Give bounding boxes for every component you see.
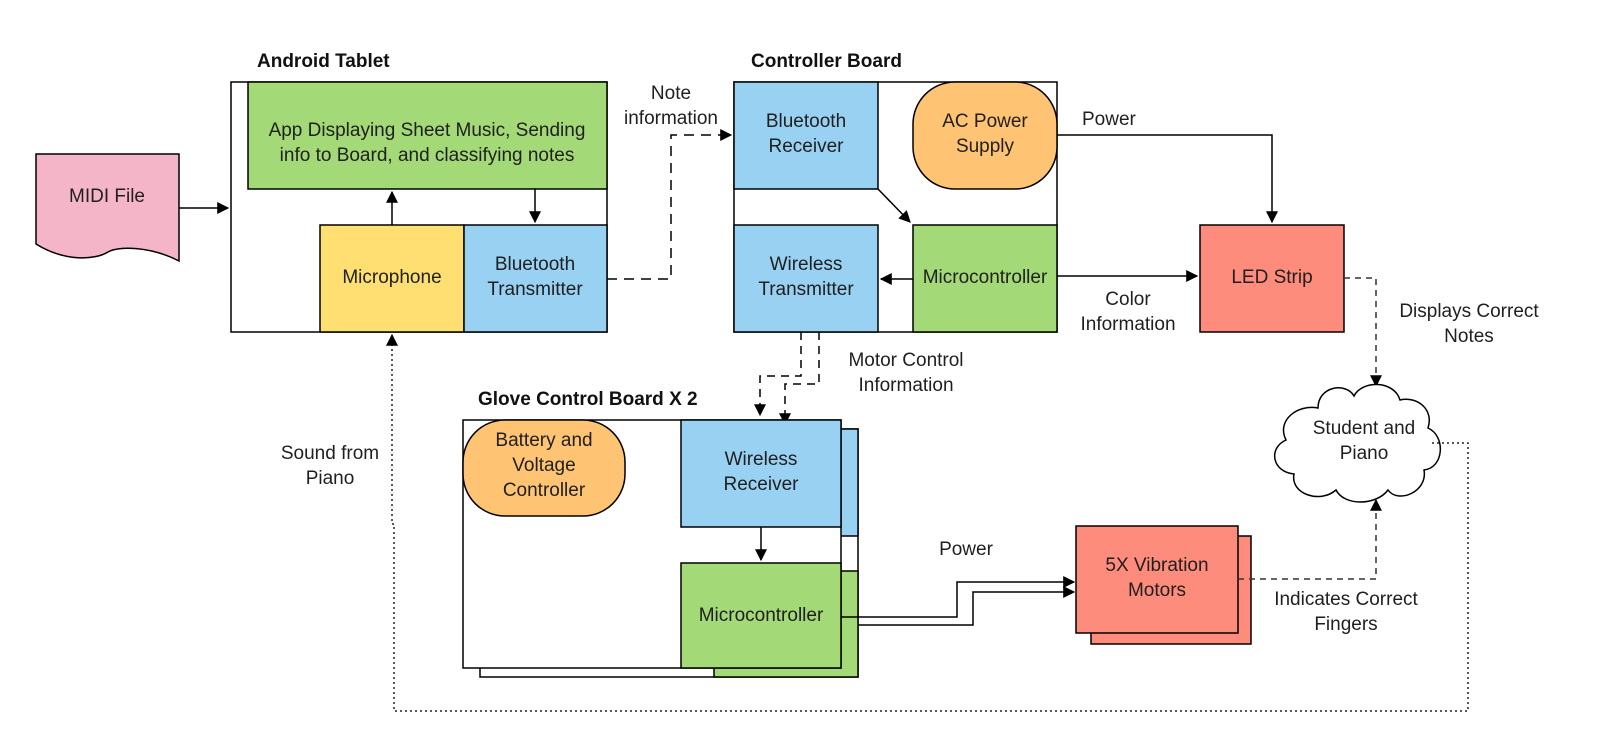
app-label-2: info to Board, and classifying notes xyxy=(280,145,575,166)
motor-control-label-2: Information xyxy=(858,375,953,396)
displays-correct-notes-connector xyxy=(1344,277,1382,388)
bluetooth-receiver-block xyxy=(733,81,879,190)
ac-power-supply-label-2: Supply xyxy=(956,136,1015,157)
led-strip-label: LED Strip xyxy=(1231,267,1312,288)
bluetooth-transmitter-block xyxy=(463,224,608,333)
power-label-glove: Power xyxy=(939,539,994,560)
wireless-transmitter-block xyxy=(733,224,879,333)
note-information-label-1: Note xyxy=(651,83,691,104)
wireless-receiver-label-1: Wireless xyxy=(725,449,798,470)
midi-file-label: MIDI File xyxy=(69,186,145,207)
ac-power-supply-label-1: AC Power xyxy=(942,111,1028,132)
bluetooth-receiver-label-1: Bluetooth xyxy=(766,111,846,132)
app-block xyxy=(247,81,608,190)
board-microcontroller-label: Microcontroller xyxy=(923,267,1048,288)
wireless-transmitter-label-1: Wireless xyxy=(770,254,843,275)
android-tablet-title: Android Tablet xyxy=(257,51,390,72)
vibration-motors-label-2: Motors xyxy=(1128,580,1186,601)
student-piano-label-1: Student and xyxy=(1313,418,1415,439)
wireless-transmitter-label-2: Transmitter xyxy=(758,279,854,300)
sound-from-piano-label-1: Sound from xyxy=(281,443,379,464)
indicates-fingers-label-2: Fingers xyxy=(1314,614,1377,635)
student-piano-label-2: Piano xyxy=(1340,443,1389,464)
vibration-motors-block xyxy=(1075,525,1239,634)
glove-microcontroller-block xyxy=(680,562,842,669)
vibration-motors-label-1: 5X Vibration xyxy=(1105,555,1208,576)
color-information-label-2: Information xyxy=(1080,314,1175,335)
note-information-label-2: information xyxy=(624,108,718,129)
motor-control-connector-2 xyxy=(779,332,820,426)
battery-label-2: Voltage xyxy=(512,455,575,476)
controller-board-title: Controller Board xyxy=(751,51,902,72)
power-to-motors-connector-2 xyxy=(858,586,1076,626)
power-label-top: Power xyxy=(1082,109,1137,130)
microphone-label: Microphone xyxy=(342,267,441,288)
midi-file-shape xyxy=(35,153,180,263)
board-microcontroller-block xyxy=(912,224,1058,333)
led-strip-block xyxy=(1199,224,1345,333)
wireless-receiver-block xyxy=(680,419,842,528)
battery-label-3: Controller xyxy=(503,480,586,501)
bluetooth-receiver-label-2: Receiver xyxy=(769,136,845,157)
bt-receiver-to-mcu-arrow xyxy=(877,188,911,223)
power-to-led-connector xyxy=(1057,134,1278,224)
note-information-connector xyxy=(607,129,733,280)
displays-correct-notes-label-2: Notes xyxy=(1444,326,1494,347)
battery-label-1: Battery and xyxy=(495,430,592,451)
student-piano-cloud xyxy=(1273,383,1442,503)
power-to-motors-connector-1 xyxy=(841,576,1076,618)
color-information-label-1: Color xyxy=(1105,289,1151,310)
bluetooth-transmitter-label-2: Transmitter xyxy=(487,279,583,300)
indicates-fingers-label-1: Indicates Correct xyxy=(1274,589,1418,610)
glove-microcontroller-label: Microcontroller xyxy=(699,605,824,626)
motor-control-label-1: Motor Control xyxy=(848,350,963,371)
displays-correct-notes-label-1: Displays Correct xyxy=(1399,301,1539,322)
motor-control-connector-1 xyxy=(754,332,802,417)
glove-board-title: Glove Control Board X 2 xyxy=(478,389,698,410)
sound-from-piano-label-2: Piano xyxy=(306,468,355,489)
app-label-1: App Displaying Sheet Music, Sending xyxy=(269,120,586,141)
bluetooth-transmitter-label-1: Bluetooth xyxy=(495,254,575,275)
battery-voltage-block xyxy=(462,419,626,517)
wireless-receiver-label-2: Receiver xyxy=(724,474,800,495)
sound-from-piano-connector xyxy=(386,333,1469,712)
indicates-correct-fingers-connector xyxy=(1238,498,1382,580)
